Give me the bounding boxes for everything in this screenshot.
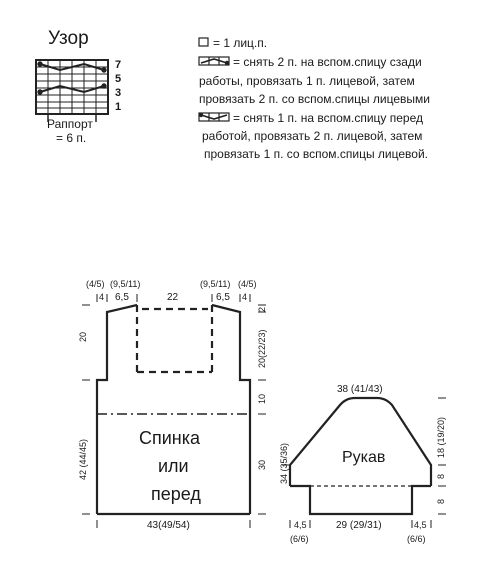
knit-stitch-icon [198, 37, 209, 47]
row-number: 7 [115, 59, 121, 71]
dim-label: 34 (35/36) [279, 443, 289, 484]
dim-label: 8 [436, 499, 446, 504]
row-number: 3 [115, 87, 121, 99]
dim-label: 30 [257, 460, 267, 470]
dim-label: 10 [257, 394, 267, 404]
dim-label: 2 [257, 307, 267, 312]
dim-label: 38 (41/43) [337, 384, 383, 395]
legend-text: = 1 лиц.п. [213, 36, 267, 50]
dim-label: 4 [99, 292, 104, 302]
dim-label: 6,5 [216, 292, 230, 303]
legend-text: провязать 1 п. со вспом.спицы лицевой. [204, 147, 428, 161]
row-number: 5 [115, 73, 121, 85]
legend-text: = снять 1 п. на вспом.спицу перед [233, 111, 423, 125]
dim-label: 4,5 [294, 520, 307, 530]
legend-text: работой, провязать 2 п. лицевой, затем [202, 129, 422, 143]
left-cross-cable-icon [198, 112, 230, 122]
pattern-title: Узор [48, 28, 89, 49]
dim-label: (6/6) [407, 534, 426, 544]
dim-label: 18 (19/20) [436, 417, 446, 458]
legend-text: = снять 2 п. на вспом.спицу сзади [233, 55, 422, 69]
dim-label: 20(22/23) [257, 329, 267, 368]
dim-label: 29 (29/31) [336, 520, 382, 531]
dim-label: 8 [436, 474, 446, 479]
pattern-chart [35, 59, 109, 122]
dim-label: 4,5 [414, 520, 427, 530]
body-label: или [158, 456, 189, 476]
dim-label: 4 [242, 292, 247, 302]
legend-text: работы, провязать 1 п. лицевой, затем [199, 74, 415, 88]
body-label: перед [151, 484, 201, 504]
body-label: Спинка [139, 428, 201, 448]
repeat-label: Раппорт [47, 117, 93, 131]
dim-label: (6/6) [290, 534, 309, 544]
repeat-value: = 6 п. [56, 131, 86, 145]
dim-label: (9,5/11) [110, 279, 140, 289]
dim-label: 22 [167, 292, 179, 303]
top-dimension-ticks [82, 294, 266, 528]
dim-label: 6,5 [115, 292, 129, 303]
dim-label: 42 (44/45) [78, 439, 88, 480]
dim-label: (4/5) [238, 279, 257, 289]
dim-label: (4/5) [86, 279, 105, 289]
row-number: 1 [115, 101, 121, 113]
sleeve-label: Рукав [342, 449, 385, 466]
sleeve-outline [288, 396, 433, 516]
neckline-dashed [135, 305, 214, 374]
dim-label: 43(49/54) [147, 520, 190, 531]
dim-label: (9,5/11) [200, 279, 230, 289]
body-outline [95, 303, 252, 516]
right-cross-cable-icon [198, 56, 230, 66]
sleeve-dimension-ticks [282, 397, 446, 528]
legend-text: провязать 2 п. со вспом.спицы лицевыми [199, 92, 430, 106]
dim-label: 20 [78, 332, 88, 342]
